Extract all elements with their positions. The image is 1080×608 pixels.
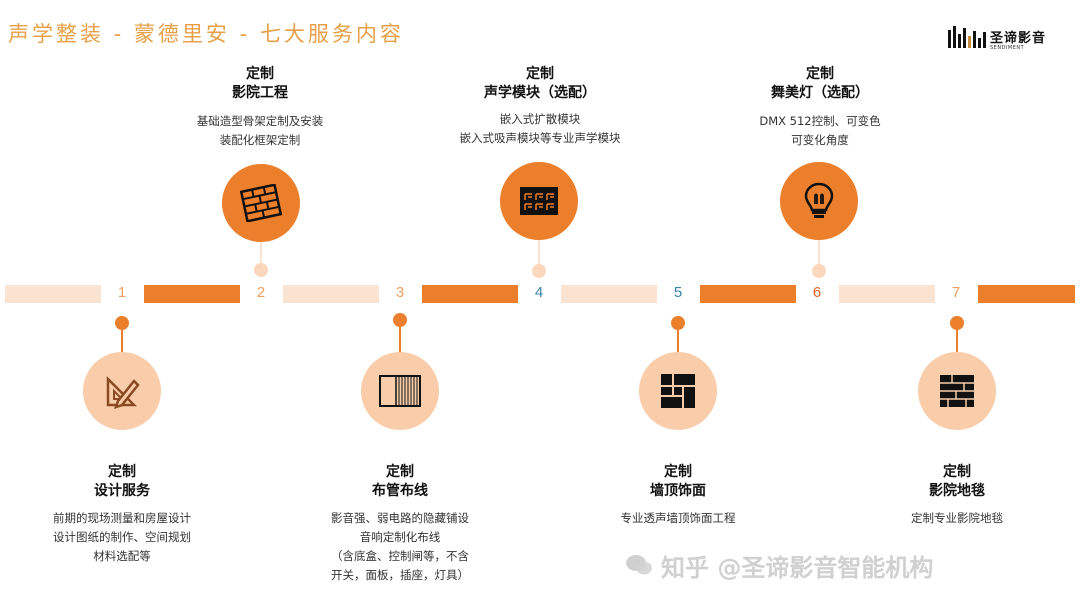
step-7-desc-line: 定制专业影院地毯 (911, 511, 1003, 525)
timeline-segment (839, 285, 935, 303)
step-2-desc-line: 装配化框架定制 (219, 133, 301, 147)
step-5-title: 墙顶饰面 (650, 483, 706, 499)
watermark: 知乎 @圣谛影音智能机构 (625, 545, 1065, 585)
chat-bubble-icon (626, 555, 652, 575)
step-4-connector-dot (532, 264, 546, 278)
brand-logo: 圣谛影音 SENDIMENT (948, 24, 1058, 56)
step-number-7: 7 (951, 284, 961, 301)
brick-wall-icon (240, 184, 282, 222)
step-3-card: 定制 布管布线 影音强、弱电路的隐藏铺设 音响定制化布线 （含底盒、控制闸等，不… (300, 463, 500, 585)
step-5-description: 专业透声墙顶饰面工程 (578, 509, 778, 528)
step-6-connector-line (818, 240, 820, 264)
step-4-desc-line: 嵌入式吸声模块等专业声学模块 (459, 131, 621, 145)
step-2-connector-line (260, 242, 262, 264)
step-5-title-prefix: 定制 (664, 464, 692, 480)
step-1-connector-line (121, 328, 123, 352)
step-1-title: 设计服务 (94, 483, 150, 499)
step-6-title: 舞美灯（选配） (771, 85, 869, 101)
timeline-segment (5, 285, 101, 303)
light-bulb-icon (804, 182, 834, 218)
step-2-description: 基础造型骨架定制及安装 装配化框架定制 (160, 112, 360, 150)
step-4-card: 定制 声学模块（选配） 嵌入式扩散模块 嵌入式吸声模块等专业声学模块 (420, 65, 660, 148)
step-3-desc-line: 开关，面板，插座，灯具） (331, 568, 469, 582)
carpet-icon (940, 375, 974, 407)
step-7-title: 影院地毯 (929, 483, 985, 499)
step-1-description: 前期的现场测量和房屋设计 设计图纸的制作、空间规划 材料选配等 (22, 509, 222, 566)
step-2-card: 定制 影院工程 基础造型骨架定制及安装 装配化框架定制 (160, 65, 360, 150)
watermark-text: 知乎 @圣谛影音智能机构 (661, 553, 934, 582)
step-7-title-prefix: 定制 (943, 464, 971, 480)
step-number-6: 6 (812, 284, 822, 301)
step-1-desc-line: 前期的现场测量和房屋设计 (53, 511, 191, 525)
step-2-connector-dot (254, 263, 268, 277)
step-3-description: 影音强、弱电路的隐藏铺设 音响定制化布线 （含底盒、控制闸等，不含 开关，面板，… (300, 509, 500, 585)
step-3-desc-line: 影音强、弱电路的隐藏铺设 (331, 511, 469, 525)
step-1-card: 定制 设计服务 前期的现场测量和房屋设计 设计图纸的制作、空间规划 材料选配等 (22, 463, 222, 566)
step-1-desc-line: 材料选配等 (93, 549, 151, 563)
step-1-connector-dot (115, 316, 129, 330)
logo-bars-icon (948, 26, 986, 48)
step-6-desc-line: 可变化角度 (791, 133, 849, 147)
step-7-card: 定制 影院地毯 定制专业影院地毯 (857, 463, 1057, 528)
step-number-2: 2 (256, 284, 266, 301)
step-3-connector-dot (393, 313, 407, 327)
logo-brand-english: SENDIMENT (990, 45, 1025, 51)
timeline-segment (422, 285, 518, 303)
step-3-desc-line: 音响定制化布线 (359, 530, 441, 544)
step-5-desc-line: 专业透声墙顶饰面工程 (620, 511, 736, 525)
logo-brand-name: 圣谛影音 (990, 31, 1047, 46)
step-3-title: 布管布线 (372, 483, 428, 499)
step-7-icon-circle (918, 352, 996, 430)
step-4-connector-line (538, 240, 540, 264)
step-4-desc-line: 嵌入式扩散模块 (499, 112, 581, 126)
step-7-description: 定制专业影院地毯 (857, 509, 1057, 528)
step-4-title: 声学模块（选配） (484, 85, 596, 101)
step-3-connector-line (399, 325, 401, 352)
wiring-panel-icon (379, 375, 421, 407)
step-4-description: 嵌入式扩散模块 嵌入式吸声模块等专业声学模块 (420, 110, 660, 148)
step-number-5: 5 (673, 284, 683, 301)
step-5-connector-line (677, 328, 679, 352)
step-7-connector-dot (950, 316, 964, 330)
step-4-title-prefix: 定制 (526, 66, 554, 82)
step-number-4: 4 (534, 284, 544, 301)
wall-panel-icon (661, 374, 695, 408)
timeline-segment (978, 285, 1075, 303)
timeline-segment (283, 285, 379, 303)
step-6-title-prefix: 定制 (806, 66, 834, 82)
step-2-title-prefix: 定制 (246, 66, 274, 82)
step-7-connector-line (956, 328, 958, 352)
step-5-icon-circle (639, 352, 717, 430)
step-6-icon-circle (780, 162, 858, 240)
timeline-segment (561, 285, 657, 303)
step-number-1: 1 (117, 284, 127, 301)
step-1-icon-circle (83, 352, 161, 430)
step-1-title-prefix: 定制 (108, 464, 136, 480)
step-6-description: DMX 512控制、可变色 可变化角度 (720, 112, 920, 150)
step-4-icon-circle (500, 162, 578, 240)
step-1-desc-line: 设计图纸的制作、空间规划 (53, 530, 191, 544)
step-5-card: 定制 墙顶饰面 专业透声墙顶饰面工程 (578, 463, 778, 528)
step-2-title: 影院工程 (232, 85, 288, 101)
page-title: 声学整装 - 蒙德里安 - 七大服务内容 (8, 22, 404, 46)
step-6-connector-dot (812, 264, 826, 278)
design-tools-icon (106, 375, 140, 409)
step-3-title-prefix: 定制 (386, 464, 414, 480)
step-5-connector-dot (671, 316, 685, 330)
acoustic-module-icon (520, 187, 558, 215)
step-3-icon-circle (361, 352, 439, 430)
step-6-card: 定制 舞美灯（选配） DMX 512控制、可变色 可变化角度 (720, 65, 920, 150)
timeline-segment (700, 285, 796, 303)
step-number-3: 3 (395, 284, 405, 301)
step-2-desc-line: 基础造型骨架定制及安装 (196, 114, 324, 128)
step-6-desc-line: DMX 512控制、可变色 (759, 114, 881, 128)
timeline-segment (144, 285, 240, 303)
step-2-icon-circle (222, 164, 300, 242)
step-3-desc-line: （含底盒、控制闸等，不含 (331, 549, 469, 563)
